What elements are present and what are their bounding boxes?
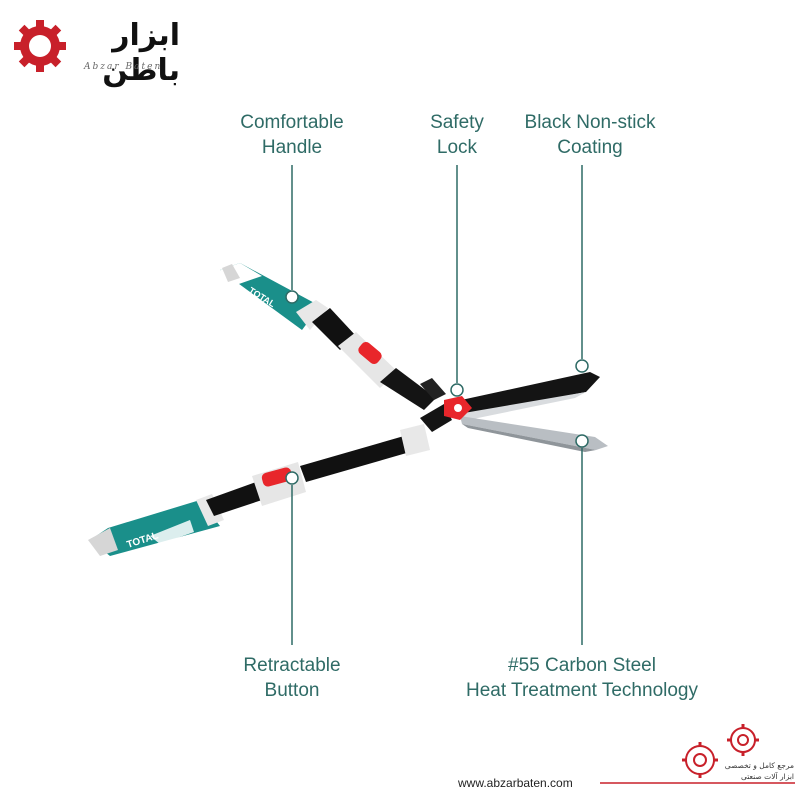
gears-footer-icon (682, 724, 759, 778)
safety-lock (444, 396, 472, 420)
callout-carbon-steel: #55 Carbon Steel Heat Treatment Technolo… (465, 655, 698, 701)
lower-blade (460, 416, 608, 452)
callout-safety-lock: Safety Lock (430, 112, 484, 158)
callout-nonstick-coating: Black Non-stick Coating (524, 112, 656, 158)
upper-handle-arm: TOTAL (220, 263, 446, 410)
logo-text: ابزار باطن (102, 18, 180, 88)
callout-retractable-button: Retractable Button (243, 655, 341, 701)
upper-blade (452, 372, 600, 420)
callout-leaders (285, 165, 589, 645)
website-link[interactable]: www.abzarbaten.com (458, 776, 573, 790)
callout-comfortable-handle: Comfortable Handle (240, 112, 344, 158)
footer-tagline: مرجع کامل و تخصصی ابزار آلات صنعتی (724, 761, 794, 781)
lower-handle-arm: TOTAL (88, 404, 452, 556)
gear-logo-icon (14, 20, 66, 72)
brand-logo: ابزار باطن Abzar Baten (10, 10, 180, 88)
logo-subtitle: Abzar Baten (84, 62, 163, 72)
